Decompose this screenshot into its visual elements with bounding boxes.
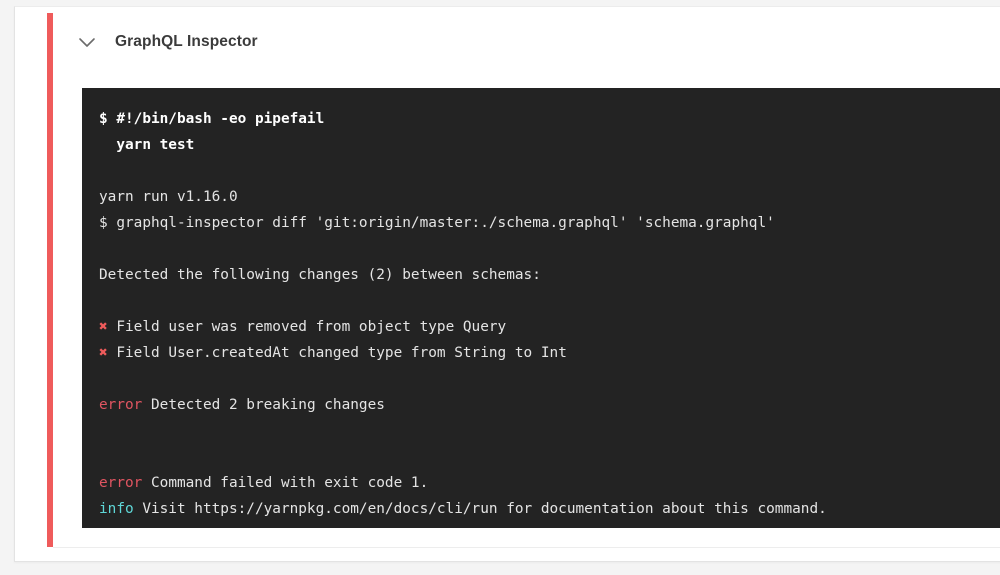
line-blank-3: [99, 288, 1000, 314]
log-console[interactable]: $ #!/bin/bash -eo pipefail yarn test yar…: [82, 88, 1000, 528]
line-command-2: yarn test: [99, 132, 1000, 158]
log-segment: Field User.createdAt changed type from S…: [107, 345, 567, 361]
line-blank-6: [99, 444, 1000, 470]
log-segment: yarn test: [99, 137, 195, 153]
card-divider: [53, 547, 1000, 548]
log-segment: Detected the following changes (2) betwe…: [99, 267, 541, 283]
log-segment: info: [99, 501, 134, 517]
line-error-exit: error Command failed with exit code 1.: [99, 470, 1000, 496]
line-blank-4: [99, 366, 1000, 392]
line-detected-changes: Detected the following changes (2) betwe…: [99, 262, 1000, 288]
line-inspector-diff: $ graphql-inspector diff 'git:origin/mas…: [99, 210, 1000, 236]
log-segment: Command failed with exit code 1.: [142, 475, 429, 491]
log-segment: Visit https://yarnpkg.com/en/docs/cli/ru…: [133, 501, 827, 517]
log-segment: yarn run v1.16.0: [99, 189, 238, 205]
status-stripe-failed: [47, 13, 53, 547]
line-blank-1: [99, 158, 1000, 184]
line-blank-5: [99, 418, 1000, 444]
line-change-2: ✖ Field User.createdAt changed type from…: [99, 340, 1000, 366]
log-segment: error: [99, 397, 143, 413]
log-segment: error: [99, 475, 143, 491]
line-info-visit: info Visit https://yarnpkg.com/en/docs/c…: [99, 496, 1000, 522]
log-segment: Field user was removed from object type …: [107, 319, 507, 335]
line-yarn-version: yarn run v1.16.0: [99, 184, 1000, 210]
job-step-card: GraphQL Inspector $ #!/bin/bash -eo pipe…: [14, 6, 1000, 562]
line-error-breaking: error Detected 2 breaking changes: [99, 392, 1000, 418]
log-segment: Detected 2 breaking changes: [142, 397, 385, 413]
line-blank-2: [99, 236, 1000, 262]
page-title: GraphQL Inspector: [115, 33, 258, 50]
line-command-1: $ #!/bin/bash -eo pipefail: [99, 106, 1000, 132]
line-change-1: ✖ Field user was removed from object typ…: [99, 314, 1000, 340]
log-segment: $ #!/bin/bash -eo pipefail: [99, 111, 325, 127]
chevron-down-icon[interactable]: [73, 28, 101, 56]
log-segment: ✖: [99, 319, 108, 335]
log-segment: $ graphql-inspector diff 'git:origin/mas…: [99, 215, 775, 231]
log-segment: ✖: [99, 345, 108, 361]
line-exited: Exited with code 1: [99, 522, 1000, 528]
step-header[interactable]: GraphQL Inspector: [53, 13, 1000, 71]
log-segment: Exited with code 1: [99, 527, 255, 528]
